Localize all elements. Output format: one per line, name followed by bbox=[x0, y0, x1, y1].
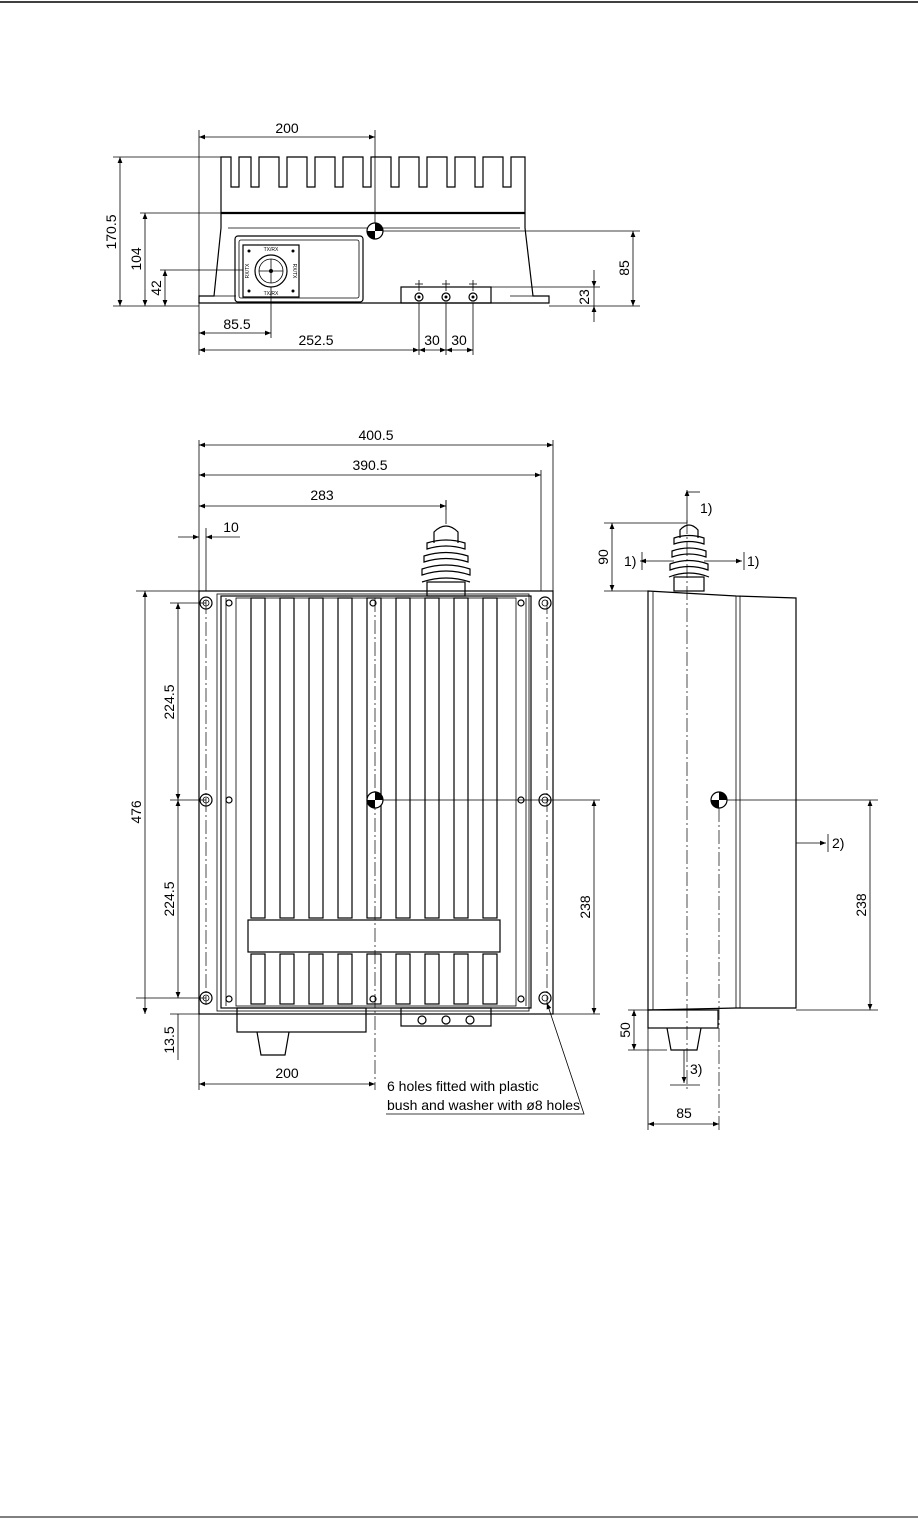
connector-screw-2 bbox=[292, 250, 295, 253]
note-1-right: 1) bbox=[747, 553, 759, 569]
terminal-2 bbox=[442, 280, 450, 301]
center-of-gravity-symbol-front bbox=[367, 792, 383, 808]
dim-text-42: 42 bbox=[148, 280, 164, 296]
insulator-side bbox=[669, 525, 709, 591]
dim-text-50: 50 bbox=[617, 1022, 633, 1038]
center-of-gravity-symbol bbox=[367, 223, 383, 239]
dim-text-85-5: 85.5 bbox=[223, 316, 250, 332]
dim-text-170-5: 170.5 bbox=[103, 214, 119, 249]
dim-text-224-5-upper: 224.5 bbox=[161, 684, 177, 719]
dim-text-104: 104 bbox=[128, 247, 144, 271]
side-bottom-connector bbox=[648, 1010, 718, 1050]
dim-text-238-side: 238 bbox=[853, 893, 869, 917]
dim-text-224-5-lower: 224.5 bbox=[161, 881, 177, 916]
dim-text-90: 90 bbox=[595, 549, 611, 565]
dim-text-85-top: 85 bbox=[616, 260, 632, 276]
connector-screw-3 bbox=[248, 290, 251, 293]
mounting-hole-bottom-right bbox=[539, 992, 551, 1004]
dim-text-30-a: 30 bbox=[424, 332, 440, 348]
dim-text-30-b: 30 bbox=[451, 332, 467, 348]
side-view: 1) 1) 1) 90 2) 238 50 3) 85 bbox=[595, 490, 878, 1130]
note-2: 2) bbox=[832, 835, 844, 851]
note-line-1: 6 holes fitted with plastic bbox=[387, 1078, 539, 1094]
front-view: 400.5 390.5 283 10 476 224.5 224.5 13.5 … bbox=[128, 427, 600, 1114]
bottom-connector-front bbox=[237, 1008, 366, 1055]
terminal-3 bbox=[469, 280, 477, 301]
connector-label-right: RX/TX bbox=[291, 264, 297, 279]
note-1-left: 1) bbox=[624, 553, 636, 569]
dim-text-200-bottom: 200 bbox=[275, 1065, 299, 1081]
note-1-top: 1) bbox=[700, 500, 712, 516]
heatsink-fins bbox=[221, 157, 525, 213]
terminal-1 bbox=[415, 280, 423, 301]
dim-text-85-side: 85 bbox=[676, 1105, 692, 1121]
dim-text-400-5: 400.5 bbox=[358, 427, 393, 443]
note-line-2: bush and washer with ø8 holes bbox=[387, 1097, 580, 1113]
insulator-front bbox=[422, 500, 470, 596]
connector-screw-1 bbox=[248, 250, 251, 253]
dim-text-10: 10 bbox=[223, 519, 239, 535]
top-view: TX/RX TX/RX RX/TX RX/TX bbox=[103, 120, 640, 355]
center-of-gravity-symbol-side bbox=[711, 792, 727, 808]
connector-label-top: TX/RX bbox=[264, 247, 279, 253]
dim-text-13-5: 13.5 bbox=[161, 1026, 177, 1053]
connector-screw-4 bbox=[292, 290, 295, 293]
fins-upper bbox=[251, 598, 497, 918]
note-3: 3) bbox=[690, 1061, 702, 1077]
fin-gap-band bbox=[248, 920, 500, 952]
connector-label-left: RX/TX bbox=[245, 263, 251, 278]
dim-text-23: 23 bbox=[576, 289, 592, 305]
mounting-hole-top-right bbox=[539, 597, 551, 609]
dim-text-252-5: 252.5 bbox=[298, 332, 333, 348]
dim-text-283: 283 bbox=[310, 487, 334, 503]
dim-text-476: 476 bbox=[128, 800, 144, 824]
dim-text-238-front: 238 bbox=[577, 895, 593, 919]
dim-text-200-top: 200 bbox=[275, 120, 299, 136]
dim-text-390-5: 390.5 bbox=[352, 457, 387, 473]
